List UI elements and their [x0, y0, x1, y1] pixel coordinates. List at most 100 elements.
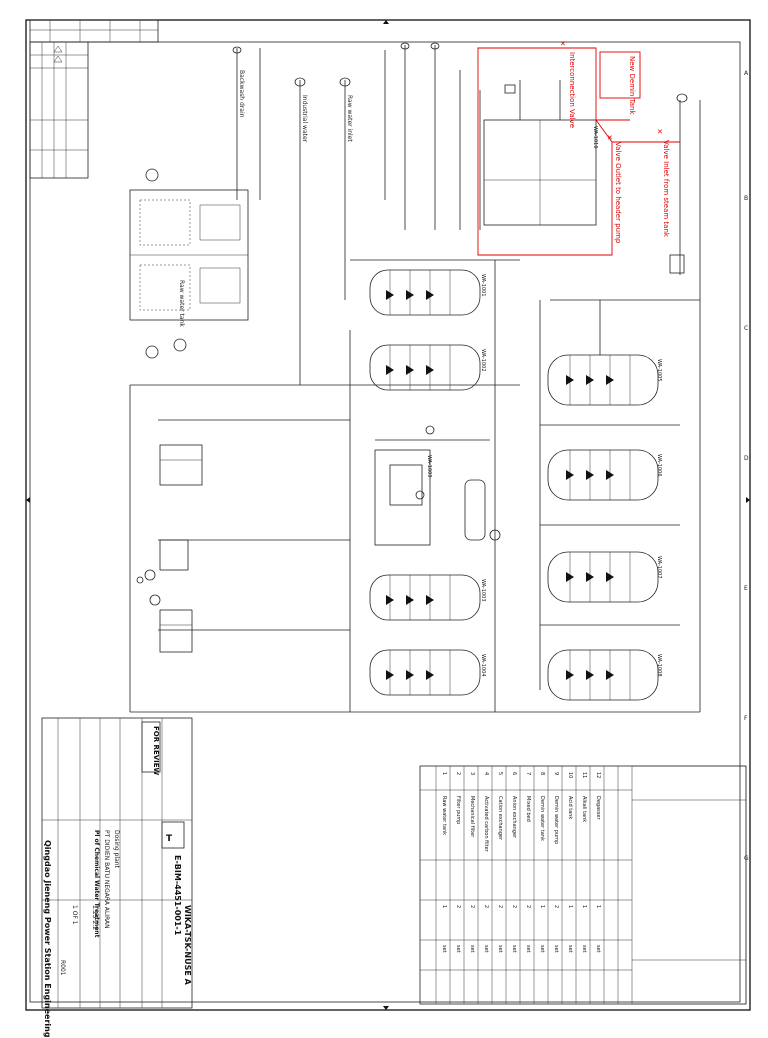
legend-cell: 2: [455, 905, 461, 909]
legend-cell: 5: [497, 772, 503, 776]
svg-text:E: E: [744, 585, 748, 592]
vessel-tag: WA-1005: [656, 359, 662, 382]
project-name: PT DIDIEN BATU NEGARA ALIRAN: [103, 830, 110, 929]
legend-cell: set: [455, 945, 461, 953]
legend-cell: 2: [497, 905, 503, 909]
svg-text:C: C: [744, 325, 748, 332]
scale-label: 1:25 2.2: [91, 905, 98, 930]
inlet-valve-annotation: Valve Inlet from steam tank: [662, 140, 670, 237]
legend-cell: Filter pump: [455, 796, 461, 825]
svg-text:Raw water inlet: Raw water inlet: [346, 95, 353, 142]
legend-cell: 1: [581, 905, 587, 909]
revision-strip: [29, 19, 159, 179]
legend-cell: 6: [511, 772, 517, 776]
legend-cell: 2: [511, 905, 517, 909]
legend-cell: 12: [595, 772, 601, 779]
company-name: Qingdao Jieneng Power Station Engineerin…: [43, 840, 52, 1038]
legend-cell: Acid tank: [567, 796, 573, 820]
vessel-tag: WA-1003: [480, 579, 486, 602]
status-stamp: FOR REVIEW: [152, 726, 160, 776]
dosing-tanks: [136, 168, 203, 653]
svg-text:A: A: [744, 70, 749, 77]
legend-cell: set: [441, 945, 447, 953]
legend-cell: 8: [539, 772, 545, 776]
legend-cell: Demin water pump: [553, 796, 559, 845]
legend-cell: Mixed bed: [525, 796, 531, 822]
legend-cell: set: [581, 945, 587, 953]
legend-cell: set: [567, 945, 573, 953]
legend-cell: set: [483, 945, 489, 953]
vessel-tag: WA-1009: [426, 455, 432, 478]
legend-cell: 4: [483, 772, 489, 776]
sheet-label: 1 OF 1: [71, 905, 78, 925]
legend-cell: Cation exchanger: [497, 796, 503, 841]
outlet-valve-annotation: Valve Outlet to header pump: [614, 142, 622, 244]
legend-cell: Anion exchanger: [511, 796, 517, 839]
legend-cell: set: [553, 945, 559, 953]
legend-cell: 2: [553, 905, 559, 909]
svg-text:F: F: [744, 715, 748, 722]
main-header: [129, 100, 701, 713]
legend-cell: Demin water tank: [539, 796, 545, 841]
legend-cell: set: [539, 945, 545, 953]
legend-cell: 2: [469, 905, 475, 909]
legend-table: [419, 765, 747, 1005]
vessel-tag: WA-1007: [656, 556, 662, 579]
vessel-tag: WA-1004: [480, 654, 486, 677]
legend-cell: 9: [553, 772, 559, 776]
title-block: T: [41, 717, 193, 1009]
legend-cell: 1: [539, 905, 545, 909]
drawing-border: [25, 19, 751, 1011]
legend-cell: 1: [441, 772, 447, 776]
legend-cell: 1: [567, 905, 573, 909]
new-tank-annotation: New Demin Tank: [628, 56, 636, 115]
legend-cell: 3: [469, 772, 475, 776]
ion-exchangers: [540, 300, 680, 701]
vessel-tag: WA-1008: [656, 654, 662, 677]
legend-cell: 1: [595, 905, 601, 909]
svg-text:D: D: [744, 455, 749, 462]
legend-cell: 10: [567, 772, 573, 779]
legend-cell: Raw water tank: [441, 796, 447, 836]
svg-text:G: G: [744, 855, 749, 862]
svg-text:Backwash drain: Backwash drain: [238, 70, 245, 118]
vessel-tag: WA-1001: [480, 274, 486, 297]
legend-cell: 1: [441, 905, 447, 909]
legend-cell: 2: [483, 905, 489, 909]
plant-name: Dosing plant: [113, 830, 120, 868]
svg-text:B: B: [744, 195, 748, 202]
vessel-tag: WA-1010: [592, 126, 598, 149]
svg-text:✕: ✕: [657, 128, 663, 136]
legend-cell: set: [525, 945, 531, 953]
legend-cell: 7: [525, 772, 531, 776]
svg-text:Raw water tank: Raw water tank: [178, 280, 185, 327]
raw-water-tank: Raw water tank: [129, 189, 249, 327]
svg-text:T: T: [166, 834, 173, 844]
legend-cell: Alkali tank: [581, 796, 587, 823]
contractor-name: WIKA-TSK-NUSE A: [183, 905, 192, 985]
legend-cell: 2: [525, 905, 531, 909]
top-right-outlet: [669, 93, 688, 275]
legend-cell: set: [497, 945, 503, 953]
legend-cell: Degasser: [595, 796, 601, 820]
legend-cell: set: [511, 945, 517, 953]
revision-label: R001: [59, 960, 66, 976]
legend-cell: set: [469, 945, 475, 953]
document-number: E-BIM-4451-001-1: [173, 855, 182, 936]
border-ticks: A B C D E F G: [26, 20, 750, 1010]
vessel-tag: WA-1002: [480, 349, 486, 372]
top-pipes: Backwash drain Industrial water Raw wate…: [232, 42, 481, 385]
legend-cell: 11: [581, 772, 587, 779]
vessel-tag: WA-1006: [656, 454, 662, 477]
legend-cell: 2: [455, 772, 461, 776]
drawing-inner-border: [29, 41, 741, 1003]
filter-vessels: [369, 269, 481, 696]
legend-cell: Activated carbon filter: [483, 796, 489, 852]
svg-text:Industrial water: Industrial water: [301, 95, 308, 143]
legend-cell: set: [595, 945, 601, 953]
demin-tank: [483, 80, 597, 226]
markup-cloud: ✕ ✕ ✕: [477, 40, 680, 256]
svg-text:✕: ✕: [560, 40, 566, 48]
degasser-unit: [374, 425, 501, 546]
